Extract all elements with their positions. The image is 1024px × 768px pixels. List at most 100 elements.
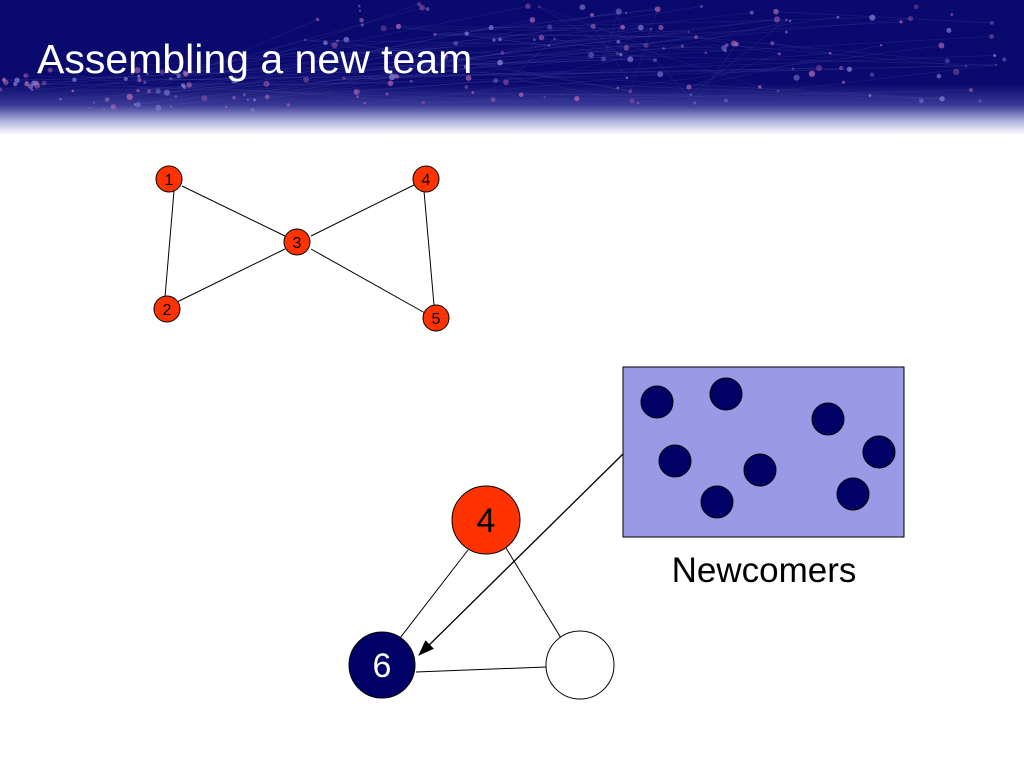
banner-texture-dot bbox=[253, 98, 256, 102]
banner-texture-dot bbox=[657, 71, 664, 78]
banner-texture-dot bbox=[828, 51, 832, 55]
banner-texture-dot bbox=[978, 99, 982, 103]
banner-texture-dot bbox=[869, 72, 875, 78]
banner-texture-line bbox=[618, 41, 760, 88]
banner-texture-dot bbox=[627, 56, 634, 63]
banner-texture-dot bbox=[525, 3, 531, 9]
banner-texture-dot bbox=[590, 23, 596, 29]
banner-texture-line bbox=[539, 6, 622, 55]
banner-texture-dot bbox=[137, 74, 141, 78]
banner-texture-dot bbox=[425, 7, 430, 11]
banner-texture-dot bbox=[182, 70, 187, 75]
banner-texture-dot bbox=[538, 5, 541, 9]
banner-texture-dot bbox=[323, 40, 328, 46]
banner-texture-line bbox=[383, 28, 689, 33]
banner-texture-dot bbox=[793, 74, 800, 81]
banner-texture-dot bbox=[110, 104, 117, 110]
banner-texture-dot bbox=[620, 24, 625, 30]
newcomers-label: Newcomers bbox=[672, 551, 857, 590]
banner-texture-dot bbox=[623, 45, 630, 51]
banner-texture-line bbox=[24, 75, 235, 81]
banner-texture-dot bbox=[464, 31, 469, 36]
banner-texture-dot bbox=[126, 93, 133, 100]
banner-texture-dot bbox=[938, 42, 945, 49]
new-team-node-label-6: 6 bbox=[373, 647, 392, 685]
banner-texture-line bbox=[778, 64, 997, 92]
banner-texture-dot bbox=[791, 67, 795, 70]
banner-texture-line bbox=[444, 56, 631, 92]
banner-texture-line bbox=[113, 48, 664, 108]
banner-texture-dot bbox=[693, 101, 697, 105]
banner-texture-dot bbox=[224, 105, 228, 109]
banner-texture-dot bbox=[497, 59, 503, 66]
banner-texture-line bbox=[434, 34, 697, 38]
banner-texture-dot bbox=[770, 41, 775, 46]
banner-texture-dot bbox=[939, 96, 945, 102]
banner-texture-dot bbox=[169, 105, 173, 108]
banner-texture-line bbox=[266, 19, 778, 85]
banner-texture-dot bbox=[815, 64, 823, 72]
banner-texture-dot bbox=[155, 88, 161, 94]
banner-texture-dot bbox=[497, 37, 502, 42]
banner-texture-dot bbox=[619, 52, 623, 57]
banner-texture-line bbox=[137, 19, 778, 91]
banner-texture-line bbox=[60, 76, 398, 100]
newcomer-node bbox=[658, 444, 692, 478]
banner-texture-dot bbox=[143, 80, 147, 84]
banner-texture-line bbox=[184, 7, 423, 73]
network-nodes: 1 2 3 4 5 bbox=[153, 165, 450, 332]
network-node-label-4: 4 bbox=[422, 172, 431, 189]
banner-texture-dot bbox=[629, 98, 635, 104]
banner-texture-line bbox=[355, 91, 943, 100]
banner-texture-dot bbox=[588, 51, 595, 58]
banner-texture-dot bbox=[385, 92, 389, 96]
banner-texture-dot bbox=[13, 81, 18, 87]
banner-texture-line bbox=[0, 8, 658, 90]
banner-texture-dot bbox=[553, 37, 557, 41]
banner-texture-dot bbox=[343, 36, 350, 43]
network-node-label-3: 3 bbox=[293, 235, 302, 252]
banner-texture-dot bbox=[357, 4, 361, 8]
banner-texture-dot bbox=[785, 30, 788, 34]
banner-texture-dot bbox=[441, 53, 448, 60]
banner-texture-dot bbox=[579, 4, 586, 11]
recruit-arrow bbox=[418, 453, 624, 656]
banner-texture-dot bbox=[47, 67, 53, 73]
banner-texture-dot bbox=[232, 96, 236, 100]
banner-texture-dot bbox=[264, 94, 270, 100]
banner-texture-dot bbox=[246, 98, 249, 101]
banner-texture-line bbox=[423, 89, 972, 103]
banner-texture-line bbox=[267, 16, 838, 98]
banner-texture-dot bbox=[518, 92, 524, 98]
banner-texture-dot bbox=[503, 79, 509, 85]
banner-texture-dot bbox=[993, 53, 997, 57]
banner-texture-line bbox=[234, 6, 702, 81]
banner-texture-line bbox=[139, 65, 967, 81]
network-node-1: 1 bbox=[155, 165, 183, 193]
banner-texture-dot bbox=[417, 2, 422, 7]
banner-texture-dot bbox=[336, 39, 339, 43]
banner-texture-dot bbox=[353, 89, 359, 95]
banner-texture-dot bbox=[625, 12, 628, 15]
banner-texture-dot bbox=[636, 101, 640, 105]
banner-texture-line bbox=[495, 80, 943, 100]
banner-texture-line bbox=[15, 81, 506, 85]
banner-texture-dot bbox=[250, 107, 255, 112]
banner-texture-line bbox=[499, 38, 621, 55]
banner-texture-line bbox=[33, 82, 494, 100]
banner-texture-dot bbox=[431, 67, 435, 72]
banner-texture-dot bbox=[380, 25, 387, 32]
banner-texture-line bbox=[696, 36, 948, 62]
banner-texture-dot bbox=[92, 101, 95, 104]
banner-texture-dot bbox=[134, 67, 141, 74]
banner-texture-dot bbox=[758, 85, 762, 89]
banner-texture-line bbox=[491, 17, 873, 28]
banner-texture-dot bbox=[965, 64, 968, 68]
banner-texture-line bbox=[233, 45, 647, 99]
banner-texture-dot bbox=[808, 70, 816, 77]
banner-texture-dot bbox=[946, 27, 952, 33]
banner-texture-line bbox=[50, 21, 902, 71]
banner-texture-dot bbox=[919, 98, 924, 104]
newcomer-node bbox=[743, 453, 777, 487]
banner-texture-line bbox=[104, 80, 496, 110]
